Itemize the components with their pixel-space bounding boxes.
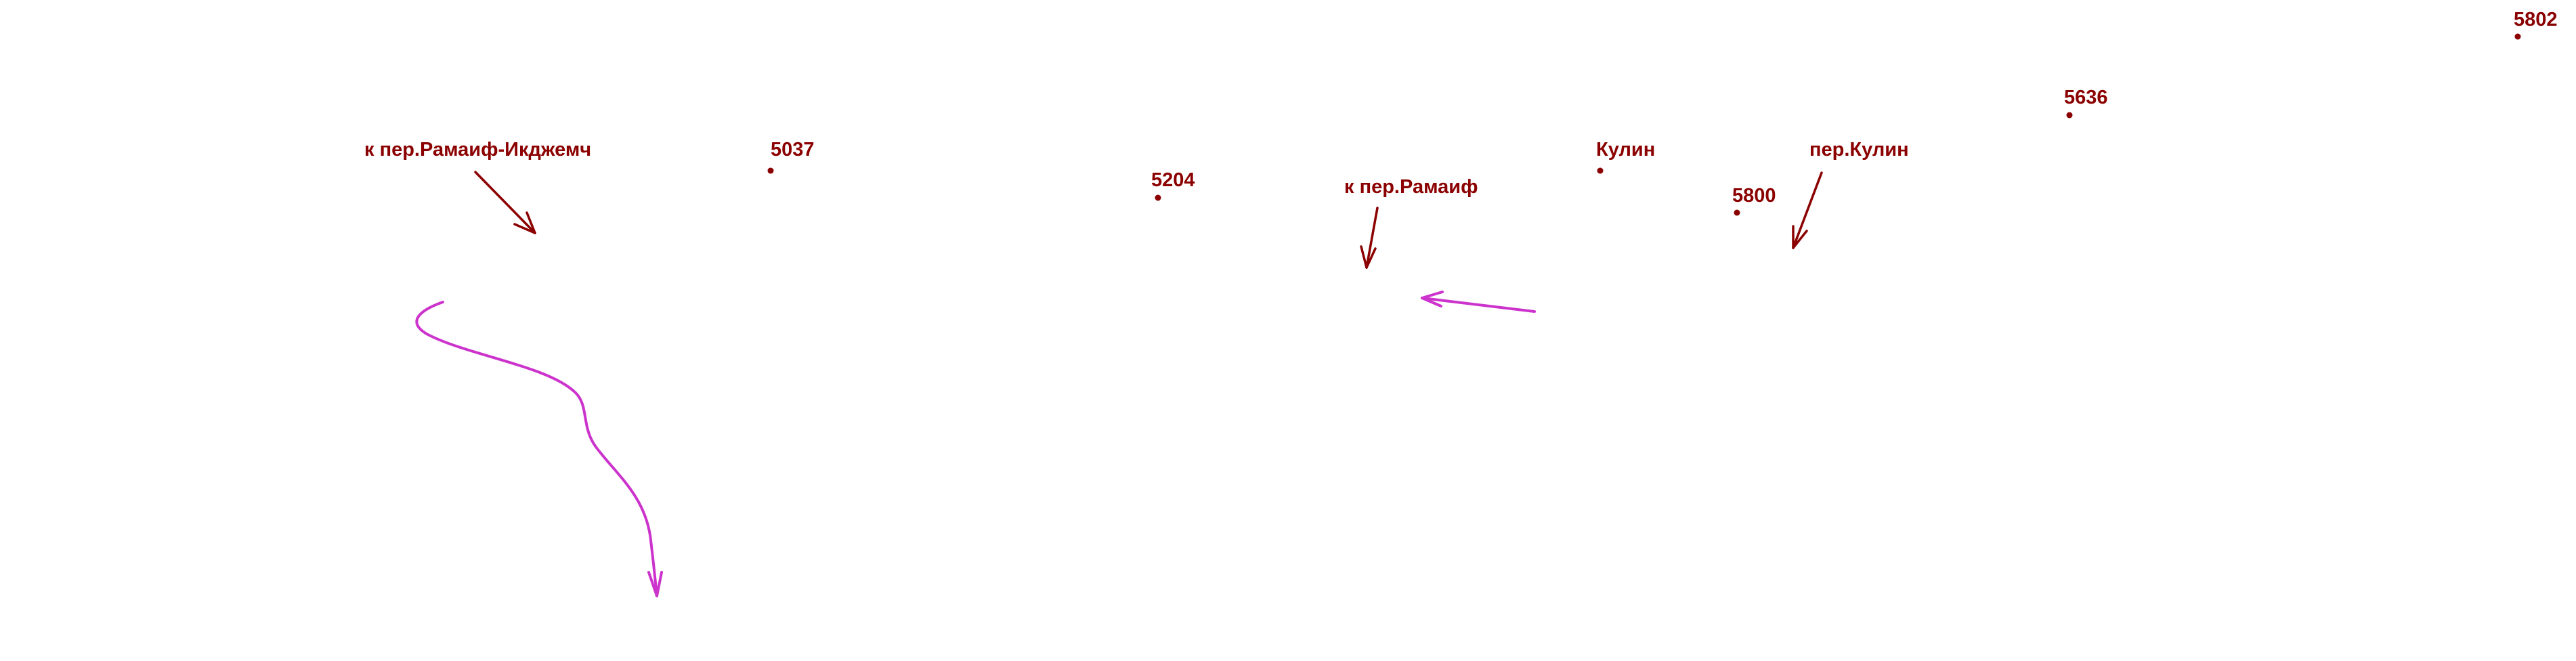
pass-kulin: пер.Кулин xyxy=(1792,139,1909,249)
place-dot-icon xyxy=(1597,167,1604,174)
spot-height-5636: 5636 xyxy=(2064,87,2108,119)
route-arrow-icon xyxy=(415,301,663,597)
spot-height-label: 5204 xyxy=(1151,169,1195,191)
spot-height-5037: 5037 xyxy=(767,139,815,174)
spot-height-label: 5800 xyxy=(1732,185,1776,207)
spot-height-5802: 5802 xyxy=(2514,9,2558,40)
pointer-arrow-icon xyxy=(474,171,536,234)
spot-height-5800: 5800 xyxy=(1732,185,1776,216)
pass-ramaif: к пер.Рамаиф xyxy=(1344,176,1478,269)
spot-height-label: 5802 xyxy=(2514,9,2558,30)
spot-height-dot-icon xyxy=(2514,33,2521,40)
pointer-arrow-icon xyxy=(1792,171,1823,249)
route-arrow-icon xyxy=(1421,291,1536,313)
pass-label-kulin: пер.Кулин xyxy=(1809,139,1909,161)
spot-height-dot-icon xyxy=(2066,112,2073,119)
pointer-arrow-icon xyxy=(1360,207,1379,269)
spot-height-dot-icon xyxy=(767,167,774,174)
pass-ramaif-ikdzhemch: к пер.Рамаиф-Икджемч xyxy=(364,139,591,234)
spot-height-label: 5636 xyxy=(2064,87,2108,108)
spot-height-dot-icon xyxy=(1155,194,1161,201)
place-label-kulin: Кулин xyxy=(1596,139,1655,161)
spot-height-5204: 5204 xyxy=(1151,169,1195,201)
pass-label-ramaif-ikdzhemch: к пер.Рамаиф-Икджемч xyxy=(364,139,591,161)
spot-height-dot-icon xyxy=(1734,209,1740,216)
spot-height-label: 5037 xyxy=(771,139,815,161)
place-kulin: Кулин xyxy=(1596,139,1655,174)
pass-label-ramaif: к пер.Рамаиф xyxy=(1344,176,1478,198)
